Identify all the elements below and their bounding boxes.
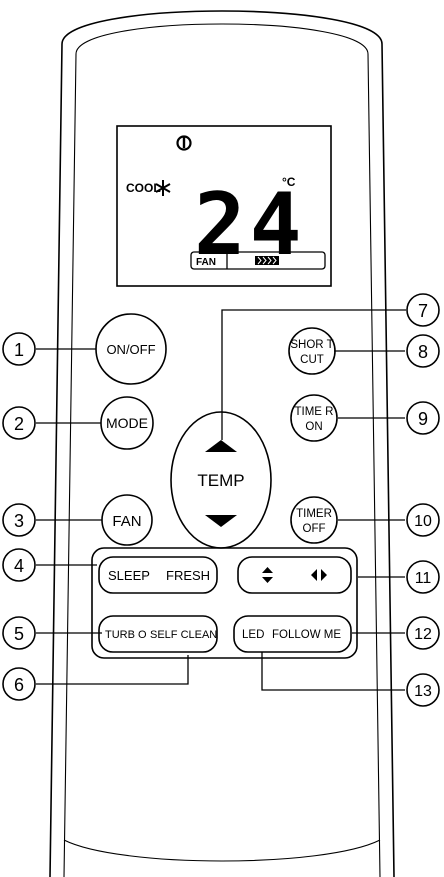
svg-text:6: 6: [14, 675, 24, 695]
callout-6: 6: [2, 667, 36, 701]
svg-text:12: 12: [414, 626, 432, 643]
triangle-down-icon[interactable]: [205, 515, 237, 527]
mode-button[interactable]: MODE: [100, 396, 154, 450]
led-followme-button[interactable]: LED FOLLOW ME: [233, 615, 352, 653]
leader-lines: [36, 309, 406, 691]
svg-text:7: 7: [418, 301, 428, 321]
svg-text:8: 8: [418, 342, 428, 362]
lcd-display: [116, 125, 332, 287]
svg-text:10: 10: [414, 513, 432, 530]
svg-text:SHOR T: SHOR T: [290, 339, 333, 351]
callout-5: 5: [2, 616, 36, 650]
svg-text:11: 11: [415, 570, 432, 587]
svg-text:CUT: CUT: [300, 354, 324, 366]
fresh-label: FRESH: [166, 568, 210, 583]
timer-on-button[interactable]: TIME R ON: [290, 394, 338, 442]
svg-text:TEMP: TEMP: [197, 471, 244, 490]
svg-text:5: 5: [14, 624, 24, 644]
callout-9: 9: [406, 401, 440, 435]
svg-text:13: 13: [414, 683, 432, 700]
fan-button[interactable]: FAN: [101, 494, 153, 546]
svg-text:TIMER: TIMER: [296, 508, 332, 520]
temp-button[interactable]: TEMP: [170, 411, 272, 549]
svg-text:4: 4: [14, 556, 24, 576]
callout-1: 1: [2, 332, 36, 366]
led-label: LED: [242, 629, 264, 641]
display-unit: °C: [282, 175, 296, 189]
callout-7: 7: [406, 293, 440, 327]
swing-button[interactable]: [237, 556, 352, 594]
swing-horizontal-icon: [311, 569, 327, 581]
remote-body-inner-outline: [63, 23, 381, 877]
display-fan-label: FAN: [196, 257, 216, 268]
swing-vertical-icon: [262, 567, 273, 583]
callout-10: 10: [406, 503, 440, 537]
remote-body-outline: [49, 10, 395, 877]
svg-text:9: 9: [418, 409, 428, 429]
follow-me-label: FOLLOW ME: [272, 629, 341, 641]
svg-text:2: 2: [14, 414, 24, 434]
lower-button-group: [91, 547, 358, 659]
shortcut-button[interactable]: SHOR T CUT: [288, 327, 336, 375]
svg-text:ON: ON: [305, 421, 322, 433]
on-off-button[interactable]: ON/OFF: [95, 313, 167, 385]
triangle-up-icon[interactable]: [205, 440, 237, 452]
snowflake-icon: [155, 180, 171, 196]
svg-text:ON/OFF: ON/OFF: [106, 342, 155, 357]
turbo-label: TURB O: [105, 629, 147, 641]
svg-text:FAN: FAN: [112, 513, 141, 530]
remote-bottom-curve: [63, 839, 381, 862]
svg-text:3: 3: [14, 511, 24, 531]
power-icon: [176, 135, 192, 151]
turbo-selfclean-button[interactable]: TURB O SELF CLEAN: [98, 615, 218, 653]
display-fan-bar: [190, 251, 326, 270]
fan-speed-icon: [255, 256, 279, 265]
callout-4: 4: [2, 548, 36, 582]
callout-3: 3: [2, 503, 36, 537]
callout-13: 13: [406, 673, 440, 707]
display-temperature: 24: [194, 175, 306, 275]
timer-off-button[interactable]: TIMER OFF: [290, 496, 338, 544]
display-mode-label: COOL: [126, 181, 161, 195]
svg-text:TIME R: TIME R: [295, 406, 334, 418]
callout-8: 8: [406, 334, 440, 368]
callout-11: 11: [406, 560, 440, 594]
svg-text:1: 1: [14, 340, 24, 360]
svg-text:OFF: OFF: [303, 523, 326, 535]
sleep-label: SLEEP: [108, 568, 150, 583]
callout-12: 12: [406, 616, 440, 650]
sleep-fresh-button[interactable]: SLEEP FRESH: [98, 556, 218, 594]
callout-2: 2: [2, 406, 36, 440]
self-clean-label: SELF CLEAN: [150, 629, 217, 641]
svg-text:MODE: MODE: [106, 415, 148, 431]
